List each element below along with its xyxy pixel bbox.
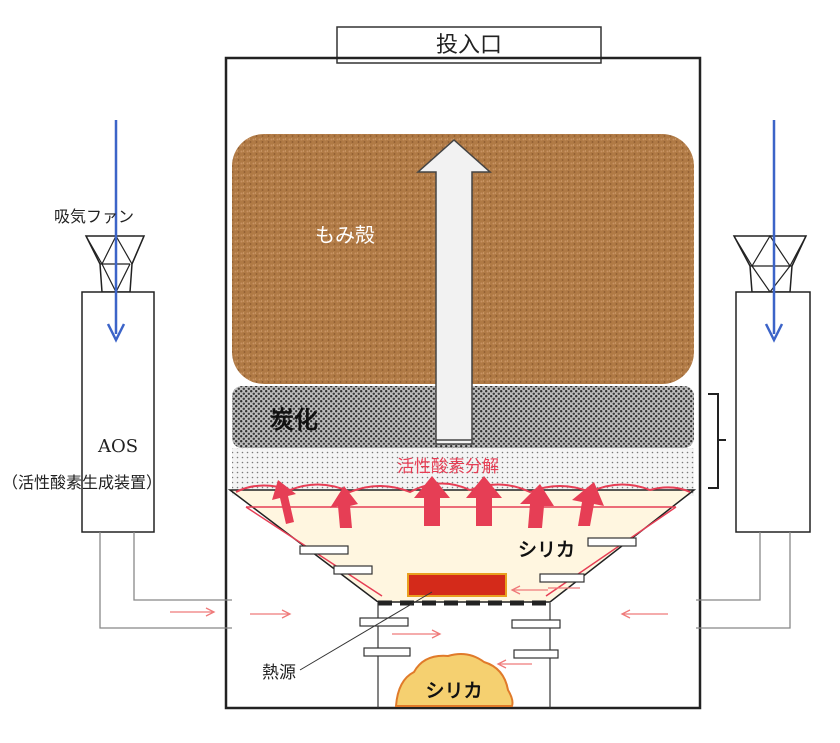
flame-front [235,482,691,494]
down-arrow-head [106,323,126,343]
left-duct [99,532,232,629]
right-flow-arrows [548,587,668,619]
aos-label: AOS [97,436,138,457]
inlet-label: 投入口 [436,33,502,58]
silica-lower-label: シリカ [425,680,482,702]
right-aos-unit [732,120,811,533]
husk-label: もみ殻 [315,223,375,247]
flame-arrows [272,476,604,528]
updraft-arrow [416,138,492,445]
flame-arrow-icon [520,484,554,528]
carbonization-label: 炭化 [270,406,318,434]
internal-flow-arrows [392,585,548,669]
lower-baffles [359,617,561,659]
left-aos-box [81,291,155,533]
zone-bracket [708,393,726,489]
flame-arrow-icon [330,486,358,528]
flame-arrow-icon [414,476,450,526]
down-arrow-head [764,323,784,343]
fan-label: 吸気ファン [54,207,134,226]
aos-full-label: （活性酸素生成装置） [2,473,162,492]
decomposition-label: 活性酸素分解 [397,457,499,477]
silica-pile [394,653,514,707]
flame-arrow-icon [272,480,296,524]
heat-source-label: 熱源 [262,663,296,683]
silica-upper-label: シリカ [518,539,575,561]
reactor-wall [224,56,702,710]
right-duct [696,532,791,629]
left-aos-unit [81,120,155,533]
flame-arrow-icon [466,476,502,526]
fan-icon [732,235,808,293]
baffle-plates [299,537,637,583]
heater [407,573,507,597]
flame-arrow-icon [572,482,604,526]
heat-source-pointer [299,591,433,671]
left-flow-arrows [170,607,292,619]
